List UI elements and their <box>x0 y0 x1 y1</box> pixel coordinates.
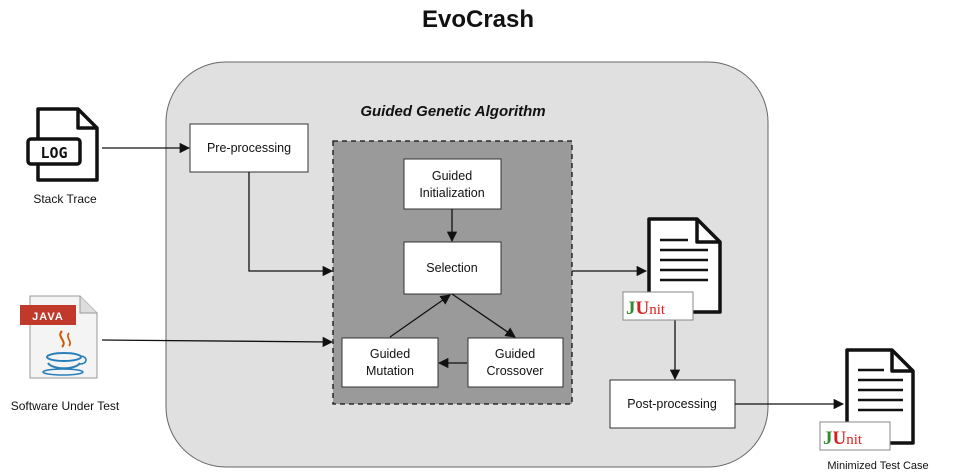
guided-crossover-label-1: Guided <box>495 347 535 361</box>
junit-u-2: U <box>833 428 847 449</box>
svg-text:JUnit: JUnit <box>626 298 666 319</box>
guided-initialization-box: Guided Initialization <box>403 158 502 210</box>
java-badge: JAVA <box>32 311 64 323</box>
junit-j-2: J <box>823 428 833 449</box>
guided-crossover-label-2: Crossover <box>487 364 544 378</box>
preprocessing-label: Pre-processing <box>207 141 291 155</box>
java-file-icon: JAVA <box>20 295 98 379</box>
diagram-title: EvoCrash <box>422 6 534 33</box>
log-badge: LOG <box>40 144 67 162</box>
guided-mutation-box: Guided Mutation <box>341 337 439 388</box>
software-under-test-label: Software Under Test <box>11 399 120 413</box>
guided-mutation-label-1: Guided <box>370 347 410 361</box>
preprocessing-box: Pre-processing <box>189 123 309 173</box>
guided-mutation-label-2: Mutation <box>366 364 414 378</box>
minimized-test-case-label: Minimized Test Case <box>827 460 928 472</box>
postprocessing-box: Post-processing <box>609 379 736 429</box>
log-file-icon: LOG <box>26 107 99 182</box>
selection-box: Selection <box>403 241 502 295</box>
guided-initialization-label-1: Guided <box>432 169 472 183</box>
minimized-junit-document-icon: JUnit <box>819 348 915 451</box>
arrow-selection-to-crossover <box>451 293 516 338</box>
selection-label: Selection <box>426 261 477 275</box>
svg-text:JUnit: JUnit <box>823 428 863 449</box>
ga-region-title: Guided Genetic Algorithm <box>360 103 545 120</box>
junit-u: U <box>636 298 650 319</box>
guided-crossover-box: Guided Crossover <box>467 337 564 388</box>
guided-initialization-label-2: Initialization <box>419 186 484 200</box>
postprocessing-label: Post-processing <box>627 397 717 411</box>
junit-document-icon: JUnit <box>622 217 722 321</box>
junit-nit-2: nit <box>846 432 863 448</box>
arrow-software-to-ga <box>101 336 334 348</box>
arrow-preprocessing-to-ga <box>248 172 334 277</box>
stack-trace-label: Stack Trace <box>33 192 97 206</box>
junit-nit: nit <box>649 302 666 318</box>
junit-j: J <box>626 298 636 319</box>
arrow-mutation-to-selection <box>389 294 451 338</box>
